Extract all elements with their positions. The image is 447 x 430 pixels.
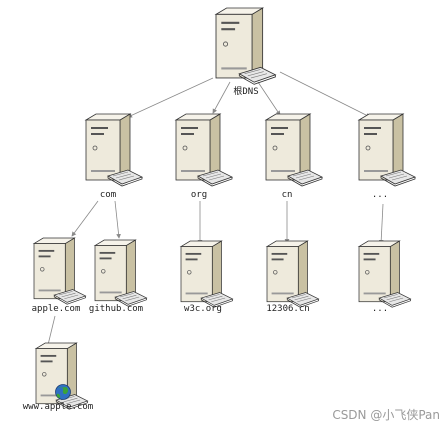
- node-label: apple.com: [32, 304, 81, 314]
- server-tower-icon: [215, 7, 276, 85]
- node-other-tld: ...: [358, 113, 416, 200]
- server-tower-icon: [175, 113, 233, 187]
- globe-icon: [55, 384, 71, 400]
- node-label: www.apple.com: [23, 402, 93, 412]
- node-label: ...: [372, 304, 388, 314]
- node-apple: apple.com: [32, 237, 86, 314]
- server-tower-icon: [358, 240, 411, 308]
- node-label: cn: [282, 190, 293, 200]
- server-tower-icon: [94, 239, 147, 307]
- node-com: com: [85, 113, 143, 200]
- server-tower-icon: [266, 240, 319, 308]
- edge-com-github: [114, 200, 121, 239]
- node-root: 根DNS: [215, 7, 276, 97]
- server-tower-icon: [180, 240, 233, 308]
- node-org: org: [175, 113, 233, 200]
- node-12306: 12306.cn: [266, 240, 319, 314]
- node-label: w3c.org: [184, 304, 222, 314]
- node-www-apple: www.apple.com: [23, 342, 93, 412]
- node-label: 根DNS: [233, 85, 258, 97]
- edge-root-other: [279, 71, 371, 118]
- node-label: org: [191, 190, 207, 200]
- edge-root-org: [212, 81, 231, 114]
- server-tower-icon: [33, 237, 86, 305]
- server-tower-icon: [265, 113, 323, 187]
- edge-com-apple: [71, 200, 99, 237]
- edge-root-com: [127, 77, 214, 118]
- node-label: ...: [372, 190, 388, 200]
- node-cn: cn: [265, 113, 323, 200]
- server-tower-icon: [85, 113, 143, 187]
- node-label: 12306.cn: [266, 304, 309, 314]
- edge-root-cn: [257, 81, 281, 116]
- node-w3c: w3c.org: [180, 240, 233, 314]
- node-other-domain: ...: [358, 240, 411, 314]
- node-label: com: [100, 190, 116, 200]
- watermark: CSDN @小飞侠Pan: [332, 408, 440, 422]
- node-github: github.com: [89, 239, 147, 314]
- server-tower-icon: [358, 113, 416, 187]
- edge-other-other: [378, 203, 384, 245]
- node-label: github.com: [89, 304, 143, 314]
